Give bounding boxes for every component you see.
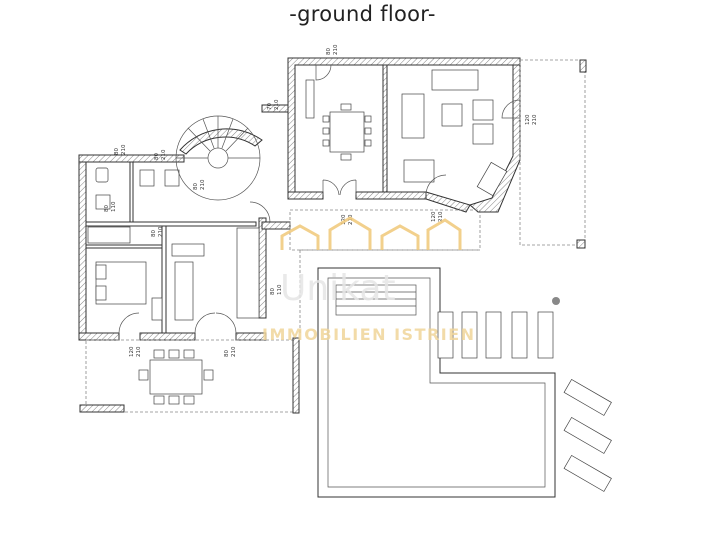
door-dimension: 210: [136, 346, 142, 357]
sideboard-icon: [305, 79, 315, 119]
door-dimension: 120: [341, 214, 347, 225]
toilet-icon: [139, 169, 155, 187]
door-dimension: 120: [129, 346, 135, 357]
right-wing-south-wall-2: [355, 191, 427, 200]
terraces: [79, 59, 587, 414]
pillow-icon: [95, 264, 107, 280]
door-dimension: 120: [431, 211, 437, 222]
door-swing-icon: [118, 312, 140, 334]
kitchen-counter-icon: [174, 261, 194, 321]
door-dimension: 80: [326, 48, 332, 55]
wardrobe-icon: [151, 297, 163, 321]
door-dimension: 80: [154, 153, 160, 160]
armchair-icon: [403, 159, 435, 183]
door-dimension: 210: [121, 144, 127, 155]
kitchen-counter-icon: [171, 243, 205, 257]
door-dimension: 210: [161, 149, 167, 160]
plan-title: -ground floor-: [289, 2, 436, 26]
door-swing-icon: [215, 312, 237, 334]
door-dimension: 210: [158, 226, 164, 237]
door-dimension: 210: [333, 44, 339, 55]
washbasin-icon: [95, 194, 111, 210]
left-wing-south-wall-2: [139, 332, 196, 341]
dimension-labels: 80 210 70 210 80 210 80 210 80 210 120 2…: [104, 44, 538, 357]
window-dimension: 110: [277, 284, 283, 295]
left-wing-west-wall: [78, 154, 87, 341]
connector-wall-south: [261, 221, 291, 230]
east-terrace: [519, 59, 586, 246]
swimming-pool: [317, 267, 612, 498]
door-dimension: 210: [274, 99, 280, 110]
left-wing-east-wall: [258, 217, 267, 319]
double-door-icon: [322, 179, 357, 196]
sofa-icon: [401, 93, 425, 139]
door-dimension: 80: [151, 230, 157, 237]
door-dimension: 210: [200, 179, 206, 190]
outdoor-table-icon: [149, 359, 203, 395]
left-wing-north-wall: [78, 154, 185, 163]
bath-partition: [129, 161, 134, 223]
pool-steps: [335, 284, 417, 316]
kitchen-partition: [161, 225, 167, 334]
sun-lounger-icon: [563, 416, 612, 454]
armchair-icon: [472, 123, 494, 145]
watermark-tagline: IMMOBILIEN ISTRIEN: [262, 325, 476, 344]
stair-core: [207, 147, 229, 169]
left-wing: [78, 154, 267, 341]
door-dimension: 120: [525, 114, 531, 125]
door-swing-icon: [425, 174, 447, 196]
window-dimension: 80: [104, 205, 110, 212]
door-dimension: 80: [193, 183, 199, 190]
left-wing-south-wall-1: [78, 332, 120, 341]
dining-table-icon: [329, 111, 365, 153]
door-dimension: 70: [267, 103, 273, 110]
washbasin-icon: [164, 169, 180, 187]
watermark-logo-icon: [280, 216, 462, 250]
sun-lounger-icon: [563, 454, 612, 492]
bedroom-partition: [85, 244, 163, 249]
kitchen-cabinet-icon: [236, 227, 260, 319]
door-dimension: 210: [532, 114, 538, 125]
watermark-name: Unikat: [280, 268, 396, 309]
right-wing-south-wall-1: [287, 191, 324, 200]
pool-water: [327, 277, 546, 488]
partition-wall: [85, 221, 257, 227]
right-wing: [287, 57, 521, 213]
shower-icon: [552, 297, 560, 305]
sun-lounger-icon: [537, 311, 554, 359]
door-swing-icon: [249, 201, 271, 223]
door-dimension: 210: [231, 346, 237, 357]
door-dimension: 80: [224, 350, 230, 357]
sun-lounger-icon: [563, 378, 612, 416]
sofa-icon: [431, 69, 479, 91]
armchair-icon: [472, 99, 494, 121]
bathtub-icon: [87, 226, 131, 244]
coffee-table-icon: [441, 103, 463, 127]
window-dimension: 110: [111, 201, 117, 212]
watermark: Unikat IMMOBILIEN ISTRIEN: [262, 216, 476, 344]
dining-partition: [382, 64, 388, 193]
sun-lounger-icon: [511, 311, 528, 359]
right-wing-east-wall: [469, 64, 521, 213]
door-swing-icon: [315, 64, 332, 81]
door-swing-icon: [194, 312, 216, 334]
window-dimension: 80: [270, 288, 276, 295]
fireplace-wall: [425, 191, 471, 213]
door-dimension: 80: [114, 148, 120, 155]
door-dimension: 210: [438, 211, 444, 222]
pillow-icon: [95, 285, 107, 301]
sun-lounger-icon: [437, 311, 454, 359]
door-swing-icon: [501, 99, 521, 119]
sun-lounger-icon: [485, 311, 502, 359]
spiral-staircase: [175, 115, 263, 201]
pool-edge: [317, 267, 556, 498]
toilet-icon: [95, 167, 109, 183]
sun-lounger-icon: [461, 311, 478, 359]
fireplace-icon: [476, 161, 508, 197]
